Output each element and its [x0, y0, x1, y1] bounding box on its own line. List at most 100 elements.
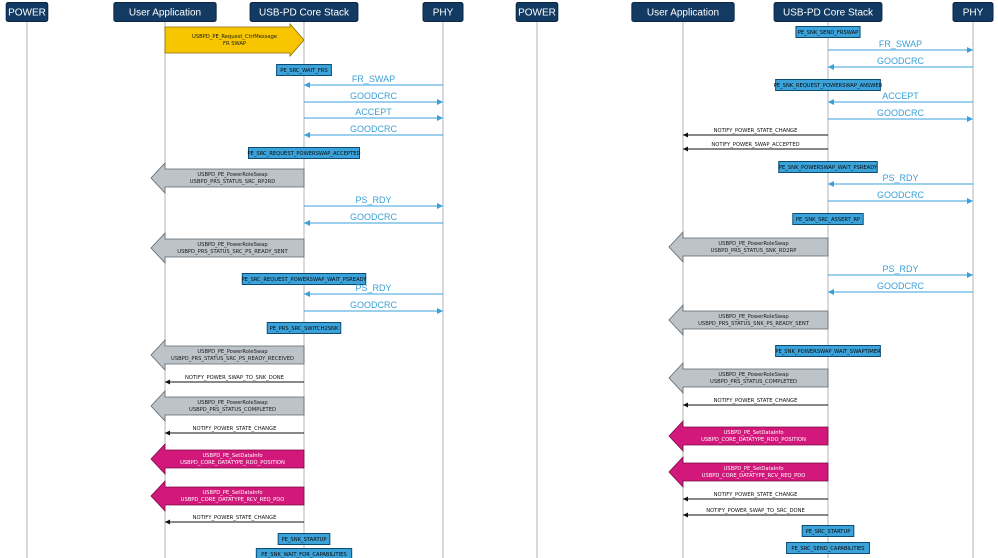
- message-arrow: GOODCRC: [828, 281, 973, 295]
- state-box: PE_SNK_STARTUP: [277, 533, 331, 545]
- callback-arrow-gray: USBPD_PE_PowerRoleSwapUSBPD_PRS_STATUS_S…: [668, 303, 829, 337]
- diagram-panel-1: POWER User Application USB-PD Core Stack PH…: [5, 2, 464, 558]
- state-box: PE_SNK_SEND_FRSWAP: [795, 26, 861, 38]
- callback-label: USBPD_PE_PowerRoleSwap: [718, 241, 789, 247]
- notify-arrow: NOTIFY_POWER_SWAP_TO_SNK_DONE: [165, 375, 304, 385]
- message-label: GOODCRC: [877, 281, 925, 291]
- notify-label: NOTIFY_POWER_STATE_CHANGE: [193, 426, 277, 432]
- callback-label: USBPD_CORE_DATATYPE_RDO_POSITION: [180, 460, 285, 466]
- lifeline-header-label: PHY: [963, 8, 984, 19]
- callback-label: USBPD_PE_SetDataInfo: [723, 430, 783, 436]
- message-label: GOODCRC: [877, 108, 925, 118]
- message-label: GOODCRC: [877, 190, 925, 200]
- callback-label: USBPD_PE_PowerRoleSwap: [718, 372, 789, 378]
- state-label: PE_SNK_WAIT_FOR_CAPABILITIES: [261, 552, 346, 558]
- callback-arrow-magenta: USBPD_PE_SetDataInfoUSBPD_CORE_DATATYPE_…: [668, 419, 829, 453]
- lifeline-header-label: USB-PD Core Stack: [783, 8, 874, 19]
- state-label: PE_SNK_POWERSWAP_WAIT_SWAPTIMER: [775, 349, 881, 355]
- callback-label: USBPD_CORE_DATATYPE_RCV_REQ_PDO: [181, 497, 285, 503]
- lifeline-header-label: USB-PD Core Stack: [259, 8, 350, 19]
- notify-arrow: NOTIFY_POWER_STATE_CHANGE: [683, 128, 828, 138]
- callback-label: USBPD_PE_SetDataInfo: [723, 466, 783, 472]
- notify-label: NOTIFY_POWER_STATE_CHANGE: [714, 492, 798, 498]
- state-box: PE_SRC_WAIT_FRS: [276, 64, 332, 76]
- message-label: ACCEPT: [355, 107, 392, 117]
- notify-label: NOTIFY_POWER_SWAP_TO_SRC_DONE: [706, 508, 805, 514]
- message-label: FR_SWAP: [879, 39, 922, 49]
- state-box: PE_SNK_POWERSWAP_WAIT_PSREADY: [778, 161, 878, 173]
- callback-label: USBPD_PRS_STATUS_SRC_PS_READY_RECEIVED: [171, 356, 294, 362]
- notify-arrow: NOTIFY_POWER_SWAP_TO_SRC_DONE: [683, 508, 828, 518]
- notify-label: NOTIFY_POWER_STATE_CHANGE: [714, 398, 798, 404]
- callback-label: USBPD_PE_PowerRoleSwap: [197, 400, 268, 406]
- callback-arrow-gray: USBPD_PE_PowerRoleSwapUSBPD_PRS_STATUS_C…: [668, 361, 829, 395]
- message-label: PS_RDY: [355, 283, 391, 293]
- lifeline-header: POWER: [515, 2, 559, 22]
- callback-label: USBPD_PE_Request_CtrlMessage: [192, 34, 277, 40]
- message-label: FR_SWAP: [352, 74, 395, 84]
- notify-arrow: NOTIFY_POWER_STATE_CHANGE: [165, 515, 304, 525]
- state-label: PE_SRC_SEND_CAPABILITIES: [791, 546, 864, 552]
- state-box: PE_SRC_STARTUP: [801, 525, 855, 537]
- lifeline-header-label: PHY: [433, 8, 454, 19]
- lifeline-header: USB-PD Core Stack: [773, 2, 883, 22]
- state-box: PE_SNK_WAIT_FOR_CAPABILITIES: [255, 548, 353, 558]
- state-label: PE_SNK_SEND_FRSWAP: [798, 30, 859, 36]
- message-label: GOODCRC: [350, 300, 398, 310]
- notify-label: NOTIFY_POWER_STATE_CHANGE: [193, 515, 277, 521]
- state-box: PE_PRS_SRC_SWITCH2SNK: [266, 322, 342, 334]
- message-arrow: GOODCRC: [304, 124, 443, 138]
- state-label: PE_SRC_WAIT_FRS: [280, 68, 327, 74]
- lifeline-header: User Application: [113, 2, 217, 22]
- message-arrow: GOODCRC: [304, 300, 443, 314]
- message-arrow: GOODCRC: [828, 190, 973, 204]
- callback-arrow-magenta: USBPD_PE_SetDataInfoUSBPD_CORE_DATATYPE_…: [668, 455, 829, 489]
- callback-arrow-magenta: USBPD_PE_SetDataInfoUSBPD_CORE_DATATYPE_…: [150, 479, 305, 513]
- lifeline-header: User Application: [631, 2, 735, 22]
- state-label: PE_PRS_SRC_SWITCH2SNK: [270, 326, 339, 332]
- notify-arrow: NOTIFY_POWER_SWAP_ACCEPTED: [683, 142, 828, 152]
- callback-label: USBPD_PE_PowerRoleSwap: [718, 314, 789, 320]
- state-box: PE_SRC_REQUEST_POWERSWAP_ACCEPTED: [247, 147, 361, 159]
- message-label: GOODCRC: [350, 91, 398, 101]
- state-label: PE_SNK_REQUEST_POWERSWAP_ANSWER: [774, 83, 883, 89]
- lifeline-header: PHY: [952, 2, 994, 22]
- state-box: PE_SRC_REQUEST_POWERSWAP_WAIT_PSREADY: [242, 273, 368, 285]
- state-label: PE_SRC_REQUEST_POWERSWAP_WAIT_PSREADY: [242, 277, 368, 283]
- callback-arrow-gray: USBPD_PE_PowerRoleSwapUSBPD_PRS_STATUS_S…: [150, 161, 305, 195]
- callback-arrow-magenta: USBPD_PE_SetDataInfoUSBPD_CORE_DATATYPE_…: [150, 442, 305, 476]
- lifeline-header: PHY: [422, 2, 464, 22]
- callback-label: USBPD_PRS_STATUS_SNK_RD2RP: [711, 248, 797, 254]
- callback-arrow-gray: USBPD_PE_PowerRoleSwapUSBPD_PRS_STATUS_S…: [668, 230, 829, 264]
- message-label: PS_RDY: [882, 264, 918, 274]
- callback-label: USBPD_PE_SetDataInfo: [202, 490, 262, 496]
- message-arrow: GOODCRC: [828, 108, 973, 122]
- callback-label: USBPD_PE_SetDataInfo: [202, 453, 262, 459]
- state-label: PE_SRC_REQUEST_POWERSWAP_ACCEPTED: [247, 151, 360, 157]
- state-box: PE_SRC_SEND_CAPABILITIES: [786, 542, 870, 554]
- message-label: PS_RDY: [882, 173, 918, 183]
- lifeline-header-label: POWER: [8, 8, 46, 19]
- lifeline-header: USB-PD Core Stack: [249, 2, 359, 22]
- message-label: GOODCRC: [350, 124, 398, 134]
- message-arrow: ACCEPT: [304, 107, 443, 121]
- message-arrow: GOODCRC: [304, 91, 443, 105]
- callback-label: USBPD_PRS_STATUS_SRC_PS_READY_SENT: [177, 249, 288, 255]
- state-label: PE_SNK_SRC_ASSERT_RP: [796, 217, 860, 223]
- state-label: PE_SNK_STARTUP: [281, 537, 326, 543]
- diagram-panel-2: POWER User Application USB-PD Core Stack PH…: [515, 2, 994, 558]
- state-box: PE_SNK_REQUEST_POWERSWAP_ANSWER: [774, 79, 883, 91]
- callback-label: USBPD_PE_PowerRoleSwap: [197, 172, 268, 178]
- callback-label: USBPD_PE_PowerRoleSwap: [197, 242, 268, 248]
- callback-label: USBPD_PRS_STATUS_SRC_RP2RD: [190, 179, 276, 185]
- notify-arrow: NOTIFY_POWER_STATE_CHANGE: [683, 398, 828, 408]
- callback-label: USBPD_PE_PowerRoleSwap: [197, 349, 268, 355]
- state-label: PE_SRC_STARTUP: [806, 529, 851, 535]
- message-label: GOODCRC: [877, 56, 925, 66]
- message-arrow: PS_RDY: [828, 173, 973, 187]
- state-label: PE_SNK_POWERSWAP_WAIT_PSREADY: [779, 165, 878, 171]
- message-arrow: ACCEPT: [828, 91, 973, 105]
- message-arrow: GOODCRC: [304, 212, 443, 226]
- callback-arrow-gray: USBPD_PE_PowerRoleSwapUSBPD_PRS_STATUS_C…: [150, 389, 305, 423]
